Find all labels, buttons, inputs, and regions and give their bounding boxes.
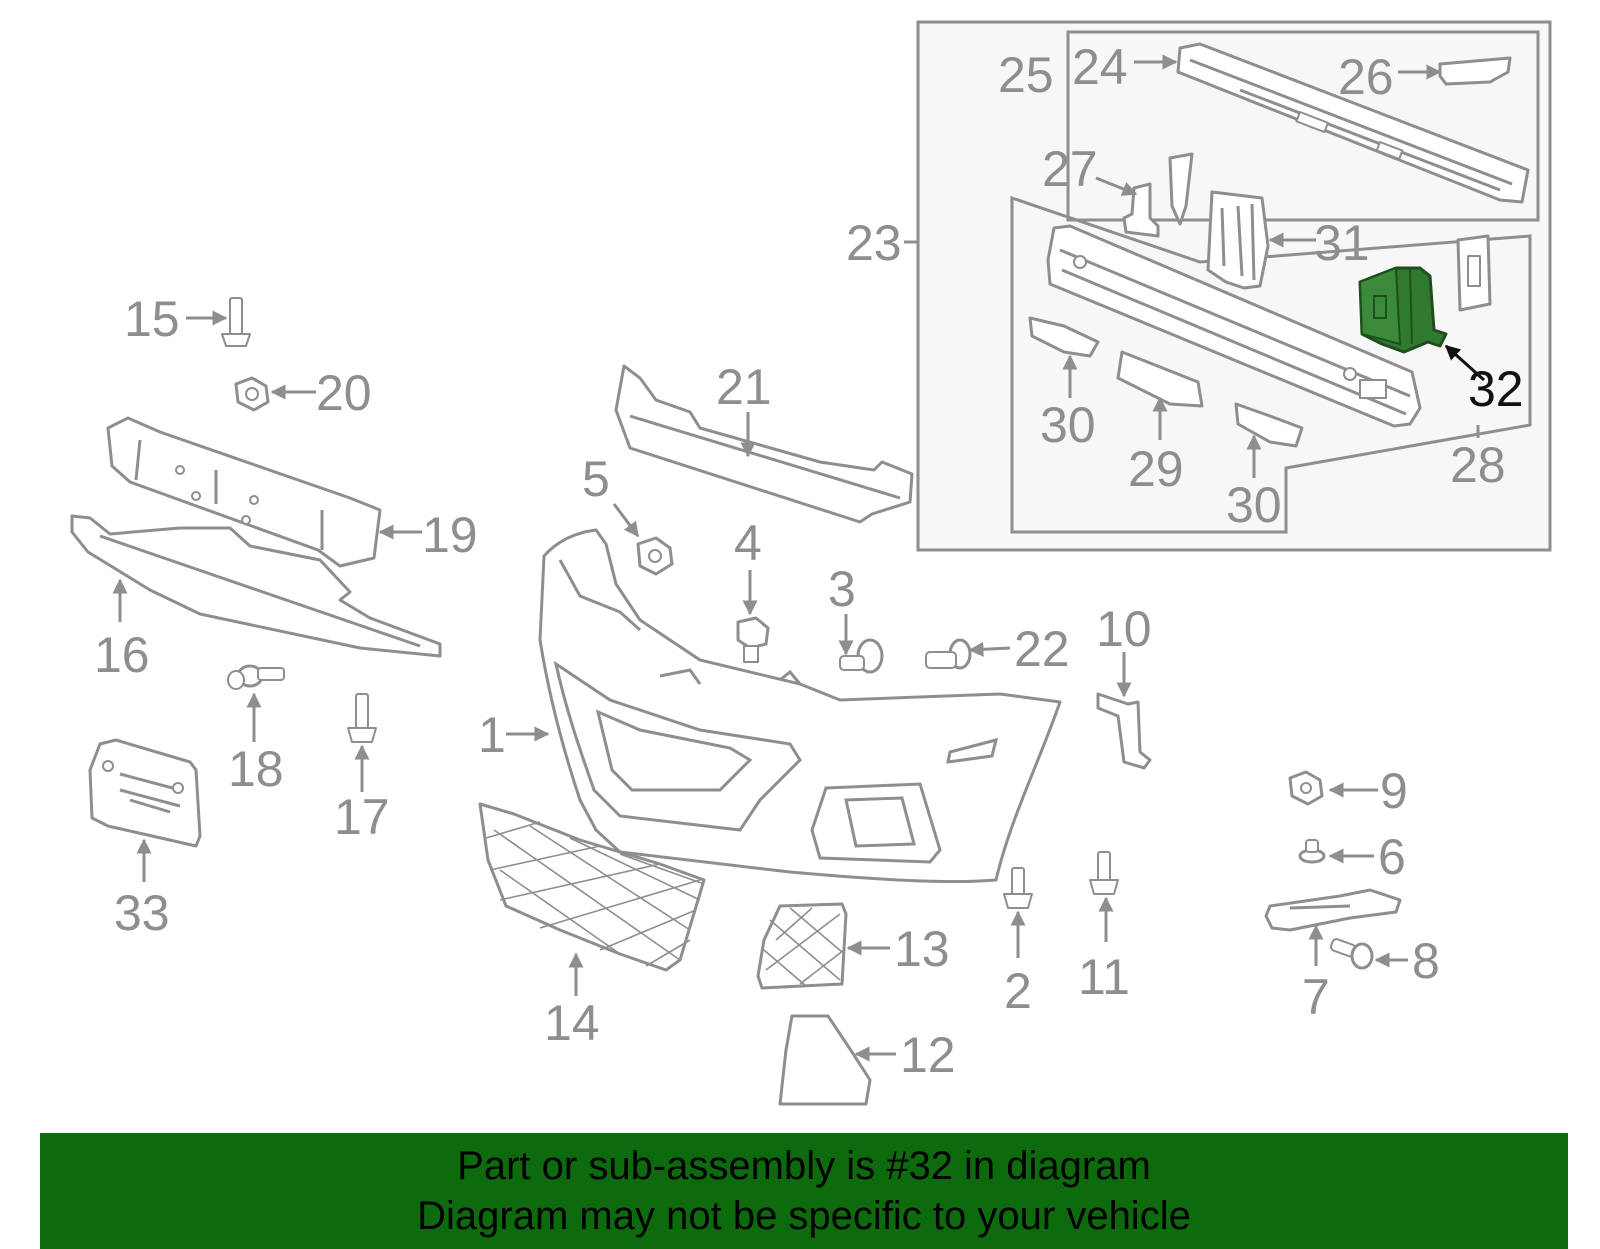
part-2-bolt [1003, 867, 1033, 909]
callout-16: 16 [94, 627, 150, 683]
part-5-nut [636, 536, 674, 576]
callout-10: 10 [1096, 601, 1152, 657]
callout-12: 12 [900, 1027, 956, 1083]
callout-1: 1 [478, 707, 506, 763]
callout-15: 15 [124, 291, 180, 347]
part-15-bolt [221, 297, 251, 347]
part-9-nut [1288, 770, 1324, 806]
callout-4: 4 [734, 515, 762, 571]
callout-6: 6 [1378, 829, 1406, 885]
part-3-clip [839, 638, 884, 674]
inset-box-upper [1066, 30, 1540, 222]
callout-8: 8 [1412, 933, 1440, 989]
leaders-main [112, 310, 1408, 1062]
leader-5 [612, 503, 640, 538]
callout-27: 27 [1042, 141, 1098, 197]
callout-17: 17 [334, 789, 390, 845]
callout-2: 2 [1004, 963, 1032, 1019]
leader-32 [1444, 344, 1486, 382]
callout-30-left: 30 [1040, 397, 1096, 453]
callout-21: 21 [716, 359, 772, 415]
callout-28: 28 [1450, 437, 1506, 493]
callout-19: 19 [422, 507, 478, 563]
callout-33: 33 [114, 885, 170, 941]
callout-29: 29 [1128, 441, 1184, 497]
leader-27 [1095, 176, 1138, 196]
part-11-bolt [1089, 851, 1119, 895]
part-8-screw [1330, 938, 1374, 970]
callout-14: 14 [544, 995, 600, 1051]
callout-5: 5 [582, 451, 610, 507]
part-27-bracket [1122, 182, 1160, 238]
callout-labels: 1 2 3 4 5 6 7 8 9 10 11 12 13 14 15 16 1… [94, 39, 1524, 1083]
callout-20: 20 [316, 365, 372, 421]
callout-3: 3 [828, 561, 856, 617]
callout-26: 26 [1338, 49, 1394, 105]
callout-24: 24 [1072, 39, 1128, 95]
part-30-pad-left [1028, 316, 1100, 358]
callout-7: 7 [1302, 969, 1330, 1025]
inset-assembly-23 [904, 20, 1552, 552]
part-27-support [1168, 152, 1194, 226]
part-21-upper-absorber [614, 364, 914, 524]
callout-11: 11 [1078, 949, 1130, 1005]
part-30-pad-right [1234, 402, 1304, 448]
part-29-pad [1116, 350, 1204, 408]
callout-30-right: 30 [1226, 477, 1282, 533]
part-14-lower-grille [478, 802, 706, 972]
part-17-bolt [347, 693, 377, 743]
callout-9: 9 [1380, 763, 1408, 819]
part-12-trim [778, 1014, 872, 1106]
callout-32: 32 [1468, 361, 1524, 417]
callout-31: 31 [1314, 215, 1370, 271]
part-10-bracket [1096, 692, 1152, 770]
part-24-impact-bar [1176, 42, 1530, 204]
part-13-side-grille [756, 902, 848, 990]
callout-22: 22 [1014, 621, 1070, 677]
info-banner: Part or sub-assembly is #32 in diagram D… [40, 1133, 1568, 1249]
part-22-bolt [925, 638, 972, 670]
callout-18: 18 [228, 741, 284, 797]
part-18-clip [227, 664, 285, 690]
banner-line-2: Diagram may not be specific to your vehi… [417, 1194, 1191, 1238]
banner-line-1: Part or sub-assembly is #32 in diagram [457, 1144, 1151, 1188]
part-bracket-slot [1467, 255, 1481, 287]
callout-25: 25 [998, 47, 1054, 103]
part-20-nut [234, 376, 270, 412]
part-4-bolt [736, 616, 770, 663]
part-6-clip [1298, 839, 1326, 864]
callout-13: 13 [894, 921, 950, 977]
part-28-reinforcement-beam [1046, 224, 1422, 428]
part-1-bumper-cover [538, 528, 1062, 884]
part-31-energy-absorber [1206, 190, 1270, 290]
part-7-bracket [1264, 888, 1402, 932]
leader-22 [968, 641, 1011, 657]
part-16-deflector [70, 514, 442, 658]
callout-23: 23 [846, 215, 902, 271]
part-32-highlighted [1358, 266, 1448, 354]
part-33-license-bracket [88, 738, 202, 848]
part-19-beam [106, 416, 382, 568]
